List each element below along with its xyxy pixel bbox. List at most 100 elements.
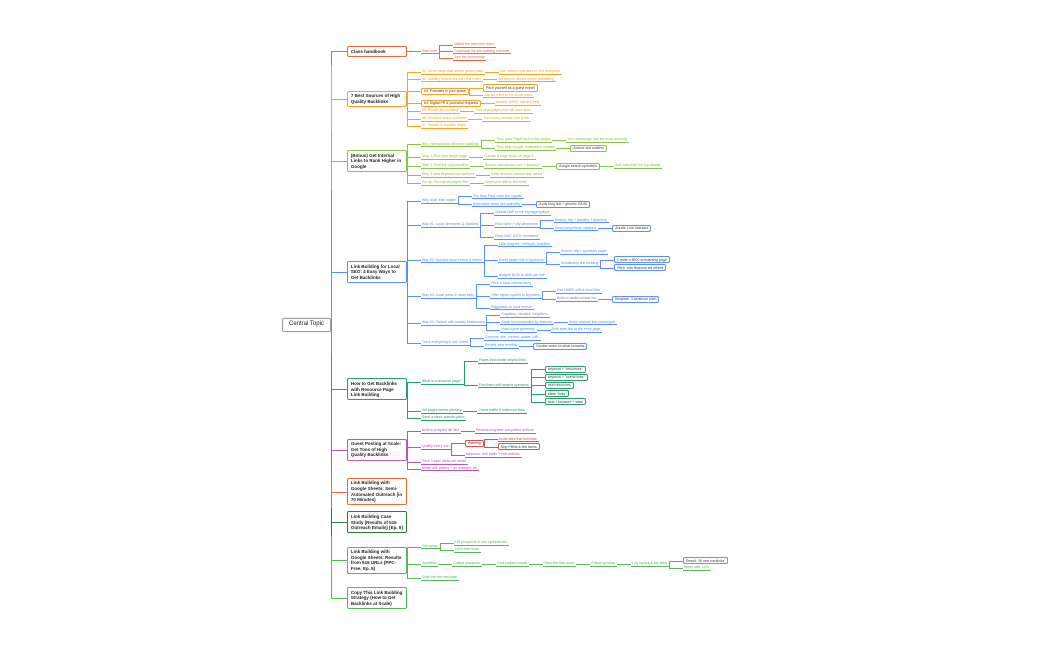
- mindmap-node[interactable]: 7 Best Sources of High Quality Backlinks: [346, 90, 407, 107]
- mindmap-node[interactable]: #4: Digital PR & journalist requests: [420, 99, 482, 107]
- mindmap-node[interactable]: Build a media contact list: [555, 296, 598, 302]
- mindmap-node[interactable]: Result: 38 new backlinks: [683, 557, 728, 565]
- mindmap-node[interactable]: Event pages link to sponsors: [497, 257, 546, 264]
- mindmap-node[interactable]: What is a resource page?: [420, 379, 464, 385]
- mindmap-node[interactable]: Follow up twice: [590, 561, 618, 567]
- mindmap-node[interactable]: 515 prospects in one spreadsheet: [453, 540, 510, 546]
- mindmap-node[interactable]: #7: Partner & supplier pages: [420, 123, 469, 129]
- mindmap-node[interactable]: Search: city + sponsors page: [559, 248, 608, 255]
- mindmap-node[interactable]: Pro tip: Fix orphan pages first: [420, 179, 470, 186]
- mindmap-node[interactable]: The setup: [420, 543, 440, 550]
- mindmap-node[interactable]: Find them with search operators: [477, 382, 531, 389]
- mindmap-node[interactable]: Turn every mention into a link: [482, 116, 532, 122]
- mindmap-node[interactable]: Keep anchors natural and varied: [490, 172, 544, 178]
- mindmap-node[interactable]: Choose a page stuck on page 2: [483, 154, 536, 160]
- mindmap-node[interactable]: Send a short, specific pitch: [420, 415, 466, 421]
- mindmap-node[interactable]: Submit NAP to the big aggregators: [494, 210, 552, 217]
- mindmap-node[interactable]: Pages that curate helpful links: [477, 358, 528, 364]
- mindmap-node[interactable]: Build a prospect list fast: [420, 428, 461, 434]
- central-topic-node[interactable]: Central Topic: [282, 317, 331, 333]
- mindmap-node[interactable]: Scholarship link building: [559, 260, 601, 267]
- mindmap-node[interactable]: Crawl your site to find them: [483, 179, 530, 186]
- mindmap-node[interactable]: Host a joint giveaway: [500, 327, 537, 333]
- mindmap-node[interactable]: Workflow: [420, 561, 439, 567]
- mindmap-node[interactable]: keyword + "useful links": [544, 373, 588, 381]
- mindmap-node[interactable]: inurl:resources: [544, 381, 574, 390]
- mindmap-node[interactable]: Create a $500 scholarship page: [614, 256, 670, 264]
- mindmap-node[interactable]: Use HARO with a local filter: [555, 288, 603, 294]
- mindmap-node[interactable]: Reply rate: 12%: [683, 565, 711, 572]
- mindmap-node[interactable]: Scale with writers + an outreach VA: [420, 465, 480, 472]
- mindmap-node[interactable]: Copy This Link Building Strategy (How to…: [346, 587, 407, 610]
- mindmap-node[interactable]: Skip PBNs & link farms: [497, 443, 540, 451]
- mindmap-node[interactable]: Pitch a local-interest story: [490, 281, 534, 287]
- mindmap-node[interactable]: How to Get Backlinks with Resource Page …: [346, 378, 407, 401]
- mindmap-node[interactable]: Keep NAP 100% consistent: [494, 234, 541, 240]
- mindmap-node[interactable]: Qualify every site: [420, 443, 451, 450]
- mindmap-node[interactable]: 100% free tools: [453, 547, 481, 553]
- mindmap-node[interactable]: Why internal links still move rankings: [420, 141, 482, 148]
- mindmap-node[interactable]: Pitch .edu financial aid offices: [614, 264, 667, 272]
- mindmap-node[interactable]: Start here: [420, 48, 440, 55]
- mindmap-node[interactable]: Avoid obvious link exchanges: [568, 319, 617, 326]
- mindmap-node[interactable]: Budget: $100 to $500 per link: [497, 273, 547, 280]
- mindmap-node[interactable]: Join the community: [453, 55, 487, 61]
- mindmap-node[interactable]: Reverse-engineer competitor authors: [474, 428, 536, 434]
- mindmap-node[interactable]: Way #2: Sponsor local events & teams: [420, 257, 484, 264]
- mindmap-node[interactable]: keyword + "resources": [544, 365, 586, 373]
- mindmap-node[interactable]: (Bonus) Get Internal Links to Rank Highe…: [346, 150, 407, 172]
- mindmap-node[interactable]: Ahrefs: Link Intersect: [612, 224, 652, 232]
- mindmap-node[interactable]: Steal competitors' citations: [553, 225, 599, 232]
- mindmap-node[interactable]: Swap recommended-by features: [500, 319, 555, 326]
- mindmap-node[interactable]: Offer expert quotes to reporters: [490, 292, 542, 299]
- mindmap-node[interactable]: Way #4: Partner with nearby businesses: [420, 320, 487, 326]
- mindmap-node[interactable]: Vet pages before pitching: [420, 407, 464, 414]
- mindmap-node[interactable]: Link Building Case Study (Results of 515…: [346, 511, 407, 534]
- mindmap-node[interactable]: Double down on what converts: [533, 342, 588, 350]
- mindmap-node[interactable]: Vet them in Ahrefs before submitting: [496, 76, 557, 83]
- mindmap-node[interactable]: Columns: site, contact, status, URL: [483, 335, 542, 342]
- mindmap-node[interactable]: Template: 3-sentence pitch: [611, 295, 660, 303]
- mindmap-node[interactable]: Link Building with Google Sheets: Result…: [346, 546, 407, 575]
- mindmap-node[interactable]: Find dead pages that still have links: [474, 108, 533, 115]
- mindmap-node[interactable]: Search: city + industry + directory: [553, 217, 609, 224]
- mindmap-node[interactable]: #1: Niche blogs that accept guest posts: [420, 68, 486, 75]
- mindmap-node[interactable]: Grab the free template: [420, 575, 459, 581]
- mindmap-node[interactable]: #3: Podcasts in your space: [420, 87, 469, 95]
- mindmap-node[interactable]: Ask for a link in the show notes: [482, 92, 535, 99]
- mindmap-node[interactable]: Little leagues, meetups, charities: [497, 241, 552, 248]
- mindmap-node[interactable]: Piggyback on local events: [490, 304, 534, 311]
- mindmap-node[interactable]: Way #1: Local directories & citations: [420, 222, 481, 228]
- mindmap-node[interactable]: Step 3: Add keyword-rich anchors: [420, 172, 477, 178]
- mindmap-node[interactable]: Use search operators to find prospects: [499, 68, 563, 75]
- mindmap-node[interactable]: #2: Industry directories with real traff…: [420, 76, 483, 83]
- mindmap-node[interactable]: They pass PageRank to key pages: [495, 136, 553, 143]
- mindmap-node[interactable]: Warning: [464, 439, 484, 448]
- mindmap-node[interactable]: Pitch yourself as a guest expert: [482, 84, 538, 92]
- mindmap-node[interactable]: Pitch 3 topic ideas per email: [420, 459, 468, 465]
- mindmap-node[interactable]: Log replies & live links: [631, 561, 670, 567]
- mindmap-node[interactable]: Check traffic & outbound links: [477, 407, 527, 414]
- mindmap-node[interactable]: The Map Pack uses link signals: [471, 193, 524, 200]
- mindmap-node[interactable]: Track everything in one sheet: [420, 340, 470, 346]
- mindmap-node[interactable]: Avoid sites that sell links: [497, 436, 539, 443]
- mindmap-node[interactable]: #6: Unlinked brand mentions: [420, 116, 469, 122]
- mindmap-node[interactable]: Add links from the top results: [614, 163, 663, 169]
- mindmap-node[interactable]: Link Building with Google Sheets: Semi-A…: [346, 477, 407, 506]
- mindmap-node[interactable]: Step 1: Pick your target page: [420, 154, 470, 160]
- mindmap-node[interactable]: Collect prospects: [452, 561, 483, 567]
- mindmap-node[interactable]: They help Google understand context: [495, 145, 557, 152]
- mindmap-node[interactable]: Send the first touch: [543, 561, 577, 567]
- mindmap-node[interactable]: Class handbook: [346, 46, 407, 57]
- mindmap-node[interactable]: Anchor text matters: [570, 144, 607, 152]
- mindmap-node[interactable]: A city blog link > generic DA 60: [536, 200, 591, 208]
- mindmap-node[interactable]: Search site:domain.com + keyword: [484, 163, 542, 169]
- mindmap-node[interactable]: Link Building for Local SEO: 4 Easy Ways…: [346, 261, 407, 283]
- mindmap-node[interactable]: Way #3: Local press & news sites: [420, 292, 477, 299]
- mindmap-node[interactable]: intitle:"links": [544, 390, 570, 398]
- mindmap-node[interactable]: Download the link building checklist: [453, 48, 512, 55]
- mindmap-node[interactable]: Both sites link to the entry page: [550, 327, 603, 333]
- mindmap-node[interactable]: Google search operators: [555, 162, 601, 170]
- mindmap-node[interactable]: #5: Broken link building: [420, 108, 461, 115]
- mindmap-node[interactable]: Your homepage has the most authority: [566, 136, 630, 143]
